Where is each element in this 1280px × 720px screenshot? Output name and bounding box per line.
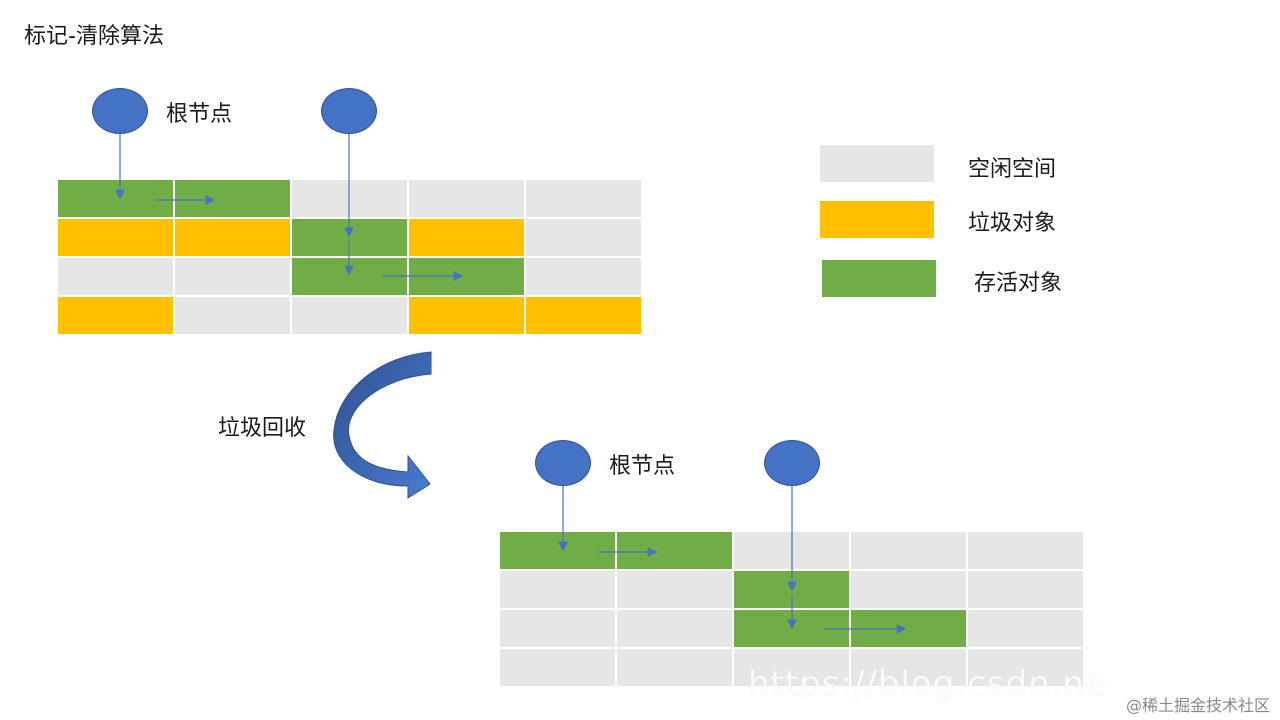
before-cell-free (175, 297, 290, 334)
before-cell-garbage (409, 297, 524, 334)
before-cell-free (409, 180, 524, 217)
after-cell-free (617, 610, 732, 647)
before-cell-free (175, 258, 290, 295)
root-node-1 (92, 88, 148, 134)
after-cell-free (968, 610, 1083, 647)
after-cell-free (968, 571, 1083, 608)
after-cell-live (500, 532, 615, 569)
after-cell-free (968, 649, 1083, 686)
after-cell-free (734, 649, 849, 686)
root-node-2 (321, 88, 377, 134)
before-cell-garbage (58, 219, 173, 256)
after-cell-free (617, 571, 732, 608)
after-cell-free (851, 649, 966, 686)
page-title: 标记-清除算法 (24, 24, 164, 49)
after-cell-free (500, 610, 615, 647)
after-cell-free (617, 649, 732, 686)
after-cell-free (851, 571, 966, 608)
watermark-site: @稀土掘金技术社区 (1125, 696, 1270, 715)
legend-label-garbage: 垃圾对象 (968, 211, 1057, 236)
legend-label-live: 存活对象 (974, 271, 1063, 296)
legend-swatch-free (820, 145, 934, 182)
before-cell-free (526, 258, 641, 295)
root-node-3 (535, 440, 591, 486)
before-cell-garbage (58, 297, 173, 334)
before-cell-live (175, 180, 290, 217)
before-cell-garbage (526, 297, 641, 334)
before-cell-garbage (175, 219, 290, 256)
legend-label-free: 空闲空间 (968, 157, 1057, 182)
after-cell-free (968, 532, 1083, 569)
root-node-label-top: 根节点 (166, 102, 233, 127)
root-node-label-bottom: 根节点 (609, 454, 676, 479)
root-node-4 (764, 440, 820, 486)
before-cell-free (292, 297, 407, 334)
before-cell-free (58, 258, 173, 295)
after-cell-free (500, 649, 615, 686)
before-cell-garbage (409, 219, 524, 256)
before-cell-free (526, 180, 641, 217)
gc-process-label: 垃圾回收 (218, 416, 307, 441)
before-cell-free (526, 219, 641, 256)
legend-swatch-live (822, 260, 936, 297)
after-cell-free (851, 532, 966, 569)
watermark-url: https://blog.csdn.ne (748, 664, 1107, 704)
legend-swatch-garbage (820, 201, 934, 238)
after-cell-free (500, 571, 615, 608)
after-cell-live (617, 532, 732, 569)
